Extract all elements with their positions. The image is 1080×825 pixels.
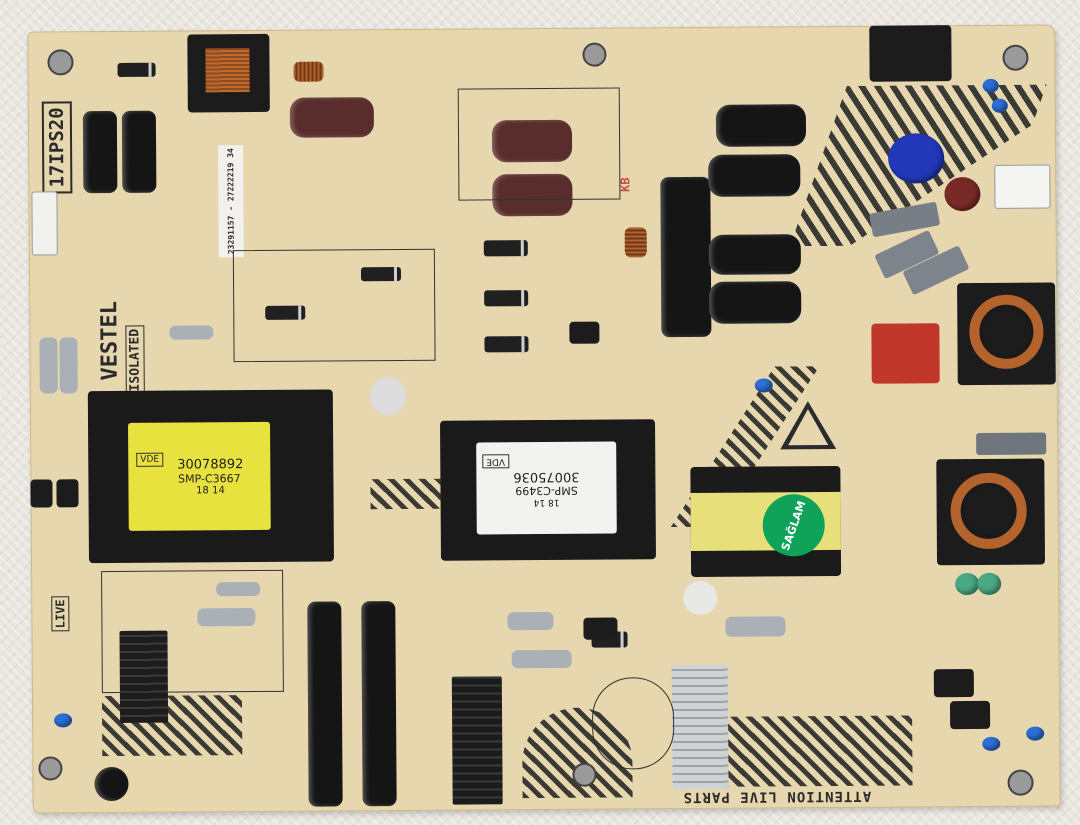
capacitor-left-1 bbox=[82, 110, 118, 194]
isolated-label: ISOLATED bbox=[125, 325, 145, 395]
thermistor-white-1 bbox=[369, 376, 406, 416]
hatched-area-bottom-right bbox=[722, 715, 913, 787]
connector-top-right bbox=[869, 25, 952, 82]
trace-outline-3 bbox=[101, 569, 284, 694]
heatsink-center bbox=[451, 676, 503, 805]
second-transformer-window: 18 14 SMP-C3499 30075036 VDE bbox=[476, 441, 617, 535]
main-transformer-number: 30078892 bbox=[177, 456, 244, 473]
resistor-6 bbox=[725, 616, 786, 637]
cap-green-2 bbox=[977, 572, 1002, 595]
x-capacitor-red bbox=[871, 323, 940, 384]
main-transformer-cert: VDE bbox=[136, 452, 164, 467]
small-transformer bbox=[187, 33, 270, 113]
trace-outline-4 bbox=[591, 677, 675, 770]
ic-center-1 bbox=[583, 617, 618, 640]
diode-2 bbox=[484, 290, 529, 307]
ic-right-2 bbox=[949, 700, 991, 730]
ic-center-2 bbox=[569, 321, 600, 344]
heatsink-aluminium bbox=[671, 664, 729, 790]
ic-right-1 bbox=[933, 669, 974, 698]
attention-label: ATTENTION LIVE PARTS bbox=[682, 787, 872, 806]
resistor-1 bbox=[39, 337, 58, 394]
main-transformer: VDE 30078892 SMP-C3667 18 14 bbox=[87, 389, 334, 564]
capacitor-brown-1 bbox=[289, 97, 375, 138]
cap-blue-2 bbox=[991, 98, 1008, 113]
second-transformer-type: SMP-C3499 bbox=[515, 483, 578, 498]
capacitor-row-2 bbox=[708, 154, 801, 197]
capacitor-tall-2 bbox=[361, 601, 397, 807]
connector-white-left bbox=[31, 191, 58, 256]
cap-blue-3 bbox=[754, 378, 773, 393]
thermistor-white-2 bbox=[683, 580, 718, 616]
diode-1 bbox=[483, 240, 528, 257]
saglam-text: SAĞLAM bbox=[778, 498, 809, 552]
trace-outline-2 bbox=[457, 87, 621, 201]
cap-blue-1 bbox=[982, 78, 999, 93]
choke-top-winding bbox=[969, 294, 1044, 370]
cap-blue-5 bbox=[982, 736, 1001, 751]
cap-blue-6 bbox=[1026, 726, 1045, 741]
ntc-red-disc bbox=[944, 176, 981, 212]
connector-white-right bbox=[994, 164, 1051, 209]
live-label: LIVE bbox=[51, 596, 70, 632]
barcode-code: 23291157 - 27222219 34 bbox=[218, 145, 244, 258]
diode-6 bbox=[117, 62, 156, 77]
trace-outline-1 bbox=[232, 248, 436, 363]
choke-bottom-winding bbox=[950, 472, 1027, 550]
hatched-area-center bbox=[370, 478, 441, 510]
choke-top bbox=[957, 282, 1056, 386]
choke-bottom bbox=[936, 458, 1046, 566]
main-transformer-type: SMP-C3667 bbox=[178, 471, 241, 486]
high-voltage-warning-icon bbox=[779, 400, 837, 450]
capacitor-small-bottom-left bbox=[94, 766, 129, 802]
mounting-hole-top-right bbox=[1002, 44, 1029, 71]
second-transformer-number: 30075036 bbox=[513, 468, 580, 485]
capacitor-tall-1 bbox=[307, 601, 343, 807]
coil-small-center bbox=[624, 227, 647, 258]
brand-label: VESTEL bbox=[97, 300, 123, 381]
diode-3 bbox=[484, 336, 529, 353]
second-transformer-date: 18 14 bbox=[533, 496, 560, 508]
capacitor-row-1 bbox=[715, 104, 807, 147]
mounting-hole-top-center bbox=[582, 42, 607, 67]
resistor-4 bbox=[507, 611, 554, 631]
saglam-sticker: SAĞLAM bbox=[762, 494, 825, 557]
kb-marker: KB bbox=[618, 177, 633, 192]
second-transformer: 18 14 SMP-C3499 30075036 VDE bbox=[440, 419, 656, 561]
second-transformer-cert: VDE bbox=[482, 454, 510, 469]
model-label: 17IPS20 bbox=[41, 101, 73, 194]
capacitor-left-2 bbox=[121, 110, 157, 193]
pcb-board: 17IPS20 VESTEL ISOLATED LIVE ATTENTION L… bbox=[27, 24, 1061, 814]
capacitor-large-center bbox=[660, 176, 712, 338]
capacitor-row-3 bbox=[708, 234, 801, 275]
resistor-2 bbox=[59, 337, 78, 394]
cap-blue-4 bbox=[54, 713, 73, 728]
transistor-left-2 bbox=[56, 479, 79, 508]
cap-green-1 bbox=[955, 572, 980, 596]
third-transformer: SAĞLAM bbox=[690, 465, 842, 577]
resistor-5 bbox=[511, 649, 572, 669]
transistor-left bbox=[30, 479, 53, 508]
mounting-hole-bottom-right bbox=[1007, 769, 1034, 796]
mounting-hole-bottom-center bbox=[572, 762, 597, 787]
varistor-blue bbox=[888, 133, 945, 184]
film-cap-gray-4 bbox=[976, 432, 1047, 455]
resistor-8 bbox=[169, 325, 214, 340]
mounting-hole-bottom-left bbox=[38, 756, 63, 781]
capacitor-row-4 bbox=[709, 281, 802, 324]
mounting-hole-top-left bbox=[47, 49, 74, 76]
coil-small-top bbox=[293, 61, 324, 82]
small-transformer-coil bbox=[205, 48, 250, 93]
main-transformer-date: 18 14 bbox=[196, 484, 225, 496]
main-transformer-window: VDE 30078892 SMP-C3667 18 14 bbox=[128, 421, 271, 531]
